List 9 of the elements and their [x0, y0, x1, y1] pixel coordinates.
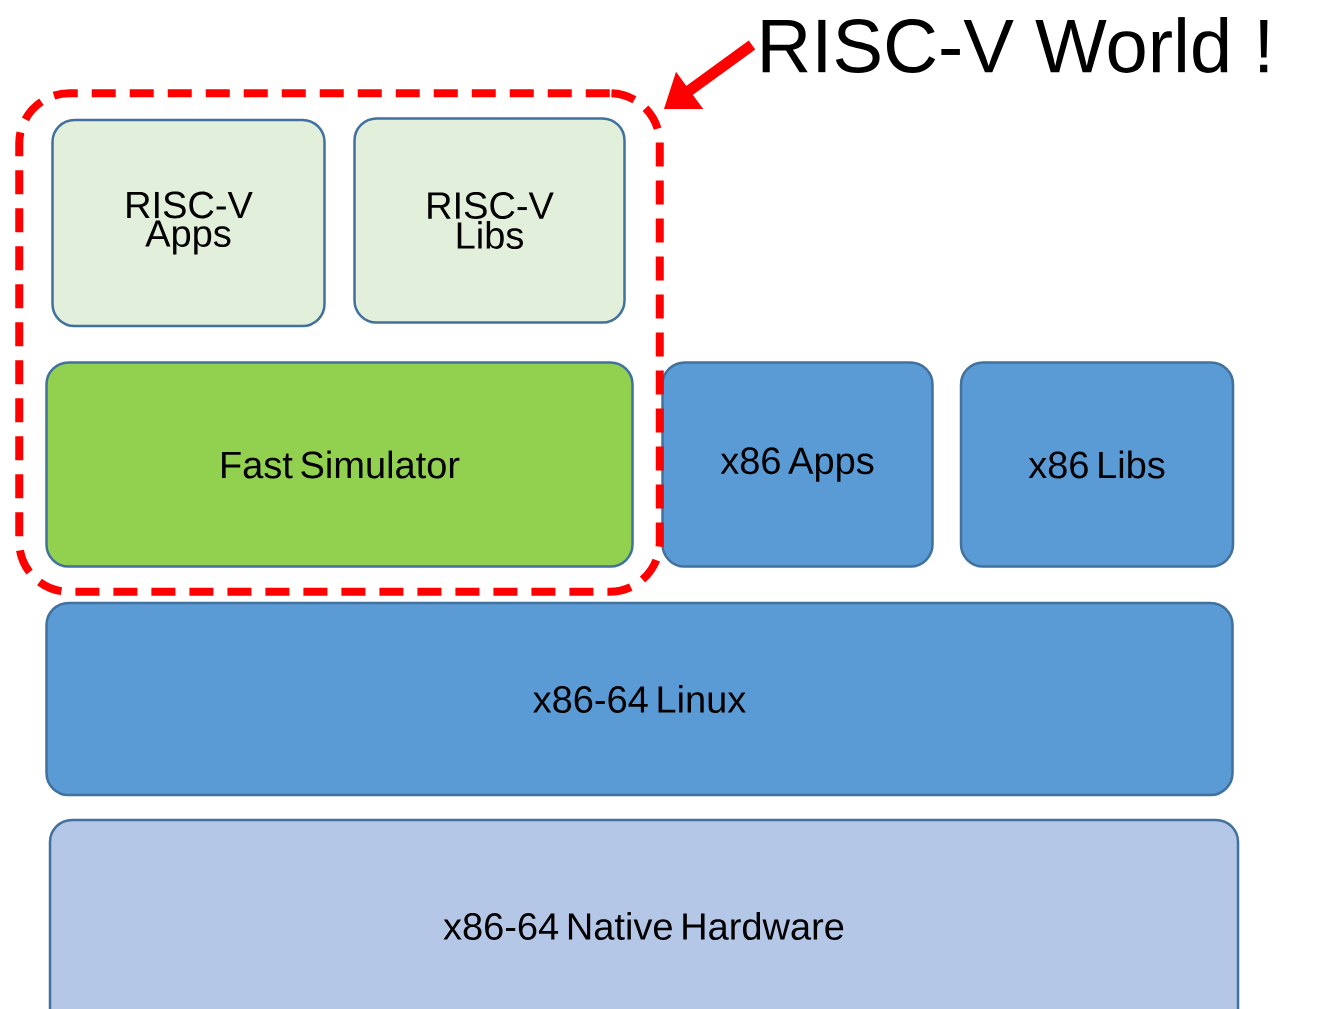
- title-text: RISC-V World !: [762, 17, 1268, 73]
- layer-box: Fast Simulator: [45, 361, 634, 568]
- layer-box: RISC-V Apps: [51, 118, 326, 328]
- layer-box: x86 Apps: [661, 361, 934, 568]
- layer-box: RISC-V Libs: [353, 117, 626, 324]
- dashed-region: [15, 89, 664, 596]
- layer-box: x86-64 Linux: [45, 601, 1234, 797]
- layer-box: x86-64 Native Hardware: [48, 818, 1240, 1009]
- layer-box: x86 Libs: [959, 361, 1235, 568]
